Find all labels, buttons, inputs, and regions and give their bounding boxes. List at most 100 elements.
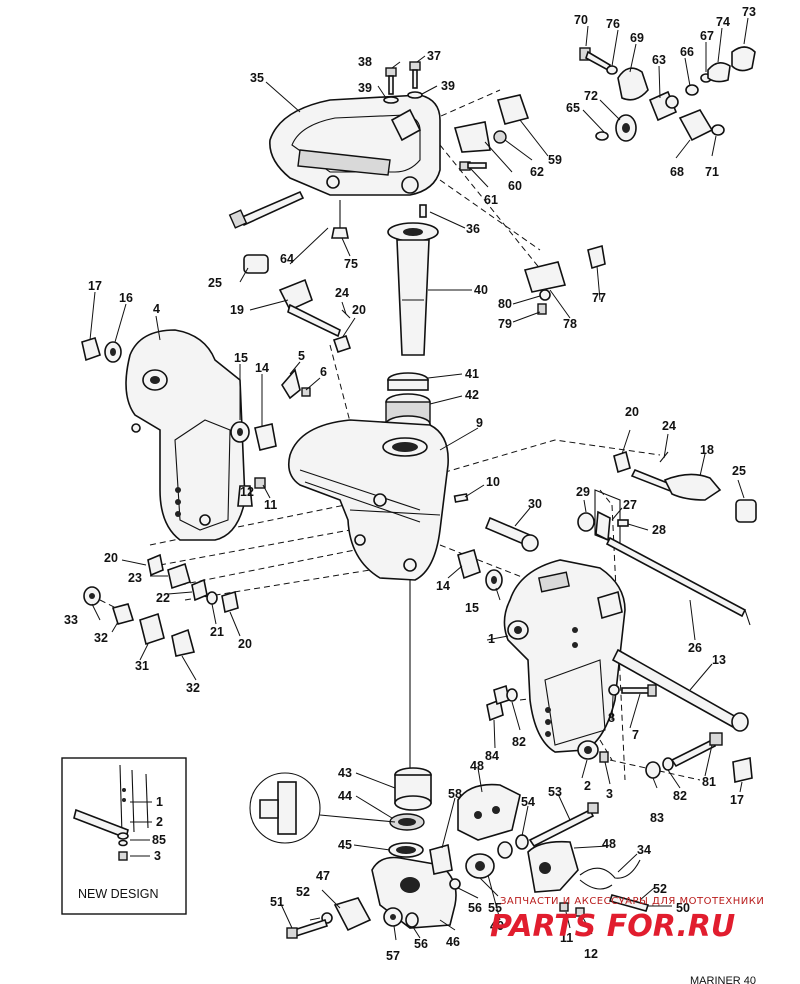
bushing-14-15-right <box>457 548 503 591</box>
callout-60: 60 <box>508 179 522 193</box>
callout-32-right: 32 <box>186 681 200 695</box>
swivel-bracket-9 <box>287 419 449 581</box>
lower-yoke-46 <box>286 856 457 939</box>
callout-20-left: 20 <box>104 551 118 565</box>
callout-78: 78 <box>563 317 577 331</box>
callout-20-bottom: 20 <box>238 637 252 651</box>
bolt-7-8 <box>608 684 657 697</box>
callout-28: 28 <box>652 523 666 537</box>
callout-24-left: 24 <box>335 286 349 300</box>
callout-44: 44 <box>338 789 352 803</box>
callout-37: 37 <box>427 49 441 63</box>
callout-40: 40 <box>474 283 488 297</box>
callout-42: 42 <box>465 388 479 402</box>
callout-labels: 1 2 3 4 5 6 7 8 9 10 11 12 13 14 14 15 1… <box>64 5 756 963</box>
callout-50: 50 <box>676 901 690 915</box>
callout-69: 69 <box>630 31 644 45</box>
bushings-20-33 <box>83 553 239 657</box>
callout-63: 63 <box>652 53 666 67</box>
callout-75: 75 <box>344 257 358 271</box>
callout-12-lower: 12 <box>584 947 598 961</box>
bolt-81-83 <box>645 732 753 783</box>
callout-2: 2 <box>584 779 591 793</box>
callout-74: 74 <box>716 15 730 29</box>
callout-23: 23 <box>128 571 142 585</box>
callout-52-right: 52 <box>653 882 667 896</box>
tilt-rod-26 <box>577 489 751 626</box>
callout-34: 34 <box>637 843 651 857</box>
pin-30 <box>484 516 539 552</box>
callout-25-left: 25 <box>208 276 222 290</box>
callout-8: 8 <box>608 711 615 725</box>
callout-72: 72 <box>584 89 598 103</box>
inset-callout: 2 <box>156 815 163 829</box>
callout-26: 26 <box>688 641 702 655</box>
callout-64: 64 <box>280 252 294 266</box>
callout-48-right: 48 <box>602 837 616 851</box>
watermark: ЗАПЧАСТИ И АКСЕССУАРЫ ДЛЯ МОТОТЕХНИКИ PA… <box>490 896 764 944</box>
callout-4: 4 <box>153 302 160 316</box>
callout-52-left: 52 <box>296 885 310 899</box>
callout-62: 62 <box>530 165 544 179</box>
callout-7: 7 <box>632 728 639 742</box>
lower-bushings-43-45 <box>388 767 432 858</box>
inset-callout: 3 <box>154 849 161 863</box>
callout-35: 35 <box>250 71 264 85</box>
callout-5: 5 <box>298 349 305 363</box>
callout-1: 1 <box>488 632 495 646</box>
inset-callout: 85 <box>152 833 166 847</box>
callout-32-left: 32 <box>94 631 108 645</box>
callout-14-right: 14 <box>436 579 450 593</box>
pin-36 <box>419 204 427 218</box>
callout-82-right: 82 <box>673 789 687 803</box>
callout-39-left: 39 <box>358 81 372 95</box>
new-design-inset: 1 2 85 3 NEW DESIGN <box>61 757 187 915</box>
callout-48-left: 48 <box>470 759 484 773</box>
callout-80: 80 <box>498 297 512 311</box>
small-parts-5-15 <box>230 368 311 507</box>
callout-47: 47 <box>316 869 330 883</box>
callout-68: 68 <box>670 165 684 179</box>
callout-15-left: 15 <box>234 351 248 365</box>
fitting-77-80 <box>523 244 606 315</box>
callout-12-upper: 12 <box>240 485 254 499</box>
callout-73: 73 <box>742 5 756 19</box>
callout-81: 81 <box>702 775 716 789</box>
callout-16: 16 <box>119 291 133 305</box>
clamp-bracket-4 <box>125 329 246 541</box>
callout-56-left: 56 <box>414 937 428 951</box>
callout-17-right: 17 <box>730 793 744 807</box>
nut-16-17 <box>81 336 122 363</box>
callout-76: 76 <box>606 17 620 31</box>
callout-45: 45 <box>338 838 352 852</box>
callout-83: 83 <box>650 811 664 825</box>
callout-38: 38 <box>358 55 372 69</box>
inset-title: NEW DESIGN <box>78 887 159 901</box>
callout-39-right: 39 <box>441 79 455 93</box>
callout-84: 84 <box>485 749 499 763</box>
callout-70: 70 <box>574 13 588 27</box>
bolts-37-38 <box>383 61 423 104</box>
callout-66: 66 <box>680 45 694 59</box>
nut-75 <box>331 200 349 239</box>
bolt-64 <box>228 190 305 229</box>
steering-arm-35 <box>269 94 441 196</box>
callout-82-left: 82 <box>512 735 526 749</box>
callout-11-upper: 11 <box>264 498 277 512</box>
callout-41: 41 <box>465 367 479 381</box>
screws-11-52 <box>559 894 650 917</box>
bracket-59-62 <box>453 94 530 171</box>
callout-9: 9 <box>476 416 483 430</box>
nuts-82-84 <box>486 684 518 722</box>
side-mount-48 <box>429 783 599 890</box>
callout-57: 57 <box>386 949 400 963</box>
callout-56-right: 56 <box>468 901 482 915</box>
callout-6: 6 <box>320 365 327 379</box>
callout-36: 36 <box>466 222 480 236</box>
callout-65: 65 <box>566 101 580 115</box>
callout-20-top: 20 <box>352 303 366 317</box>
callout-67: 67 <box>700 29 714 43</box>
swivel-tube-40 <box>387 222 439 356</box>
callout-31: 31 <box>135 659 149 673</box>
